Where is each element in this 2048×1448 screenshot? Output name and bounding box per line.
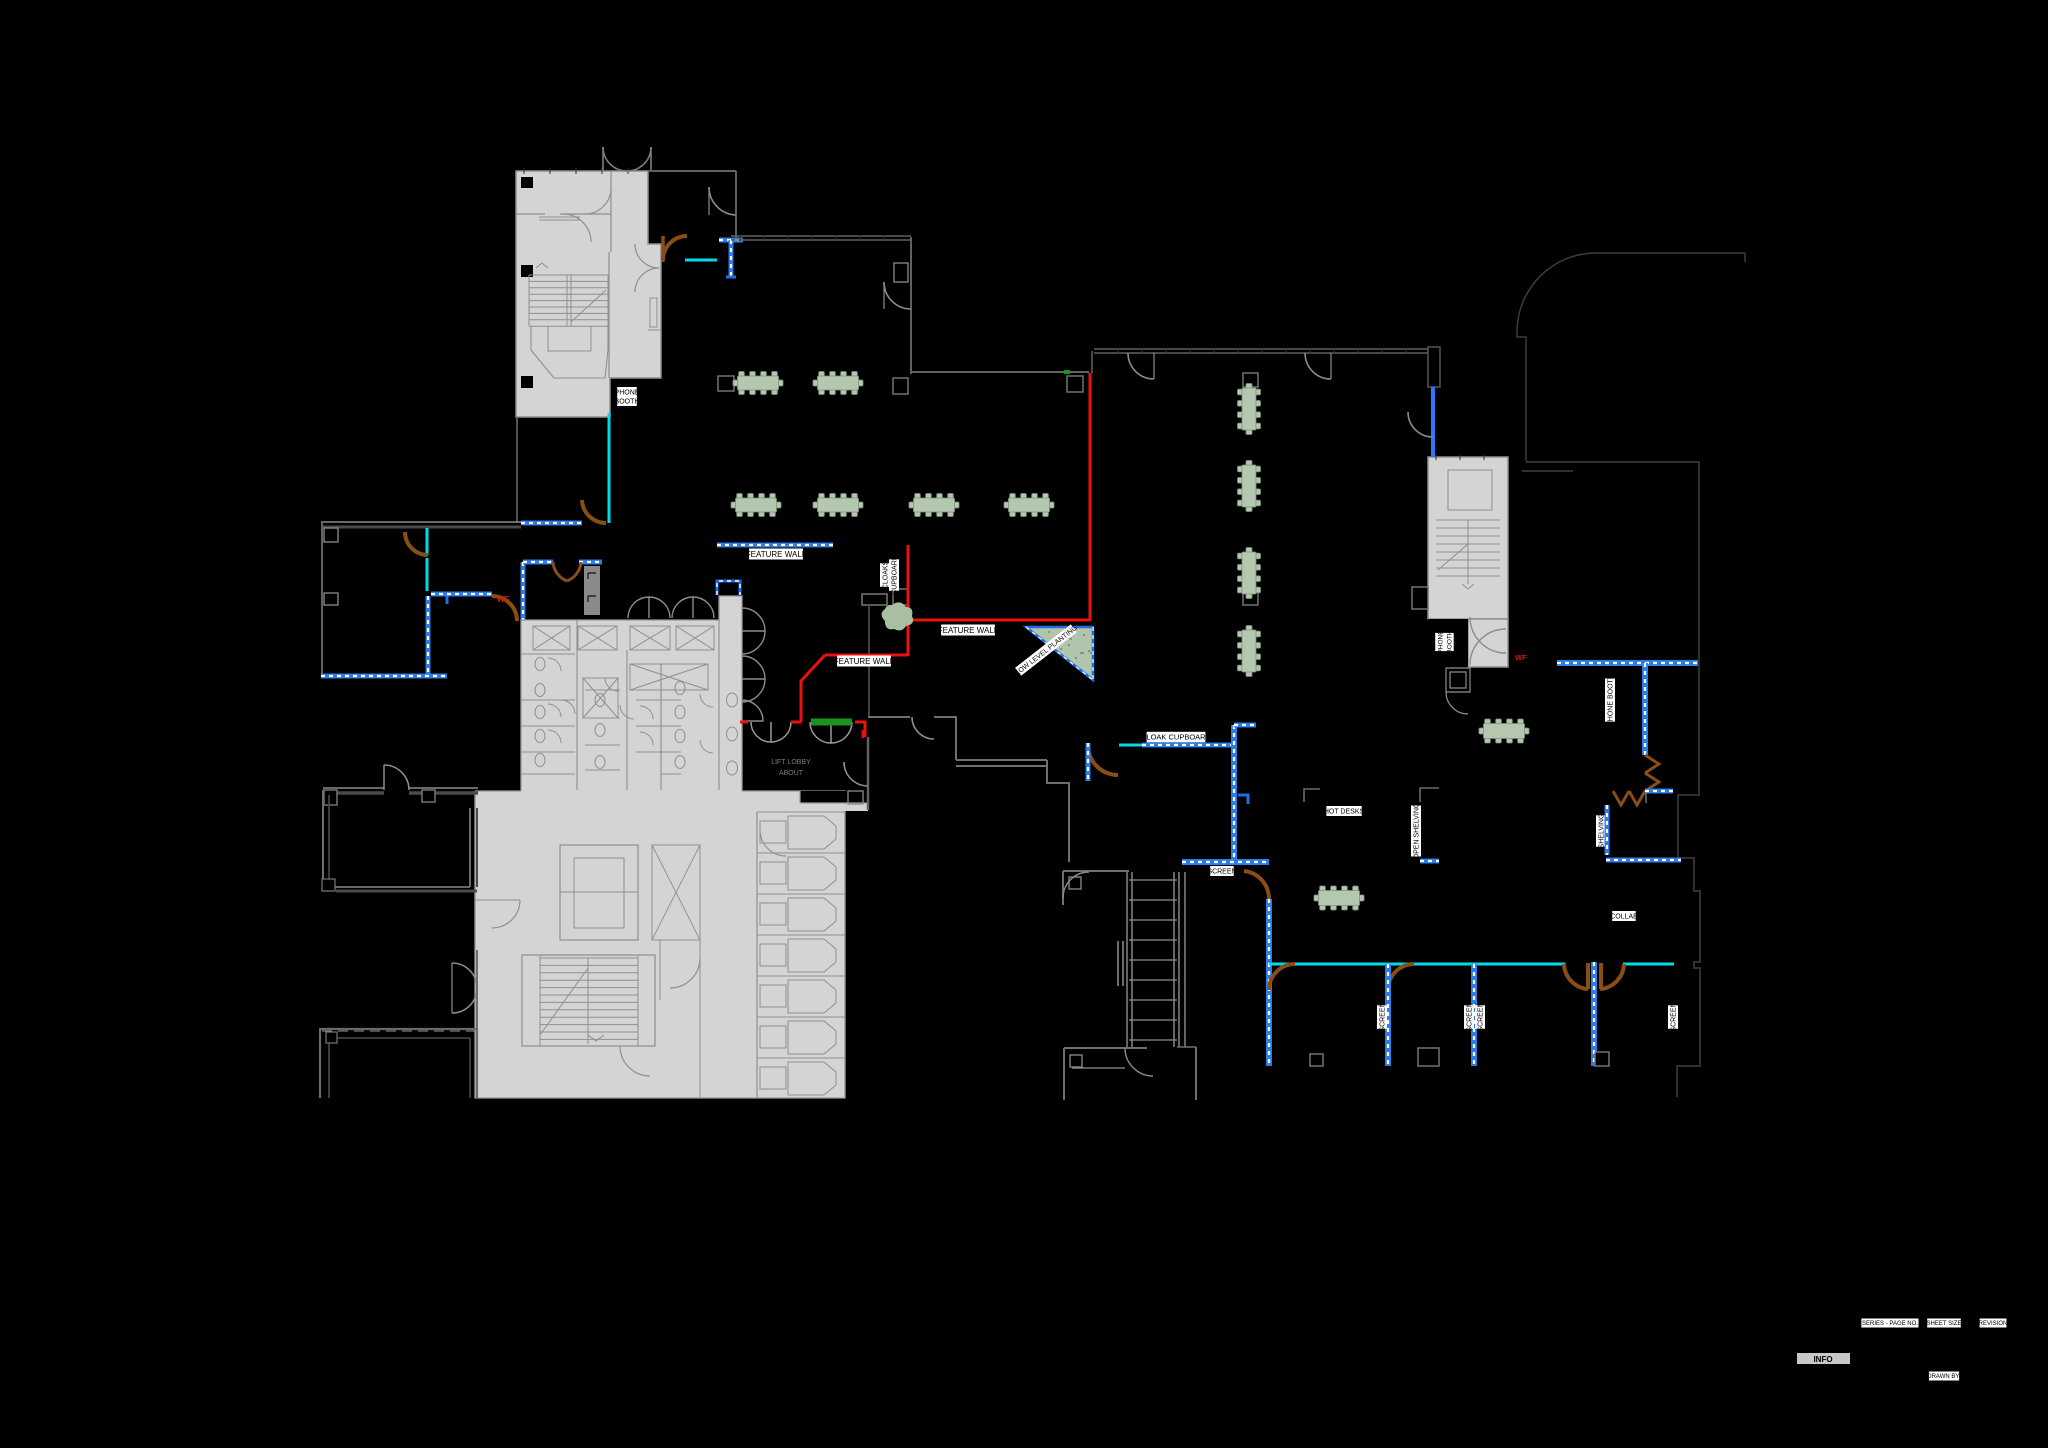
svg-text:FEATURE WALL: FEATURE WALL xyxy=(746,550,807,559)
svg-text:FEATURE WALL: FEATURE WALL xyxy=(938,626,999,635)
svg-text:CUPBOARD: CUPBOARD xyxy=(892,555,899,595)
svg-text:CLOAKS: CLOAKS xyxy=(883,560,890,589)
svg-text:REVISION: REVISION xyxy=(1979,1321,2008,1327)
svg-text:HOT DESKS: HOT DESKS xyxy=(1324,809,1365,816)
svg-text:SERIES - PAGE NO.: SERIES - PAGE NO. xyxy=(1862,1321,1918,1327)
svg-text:INFO: INFO xyxy=(1813,1355,1832,1364)
svg-text:ABOUT: ABOUT xyxy=(779,770,804,777)
svg-text:WF: WF xyxy=(1515,653,1527,662)
svg-text:SHEET SIZE: SHEET SIZE xyxy=(1927,1321,1962,1327)
svg-text:BOOTH: BOOTH xyxy=(1446,630,1453,653)
svg-text:WF: WF xyxy=(497,595,510,604)
svg-text:CLOAK CUPBOARD: CLOAK CUPBOARD xyxy=(1141,733,1212,742)
svg-text:SCREEN: SCREEN xyxy=(1207,869,1236,876)
svg-text:DRAWN BY:: DRAWN BY: xyxy=(1927,1374,1961,1380)
svg-text:PHONE: PHONE xyxy=(615,390,640,397)
svg-text:SCREEN: SCREEN xyxy=(1467,1002,1474,1031)
svg-text:SCREEN: SCREEN xyxy=(1380,1002,1387,1031)
svg-text:SHELVING: SHELVING xyxy=(1599,814,1606,849)
svg-text:BOOTH: BOOTH xyxy=(615,399,640,406)
svg-text:FEATURE WALL: FEATURE WALL xyxy=(834,657,895,666)
svg-text:COLLAB: COLLAB xyxy=(1610,914,1638,921)
svg-text:PHONE BOOTH: PHONE BOOTH xyxy=(1608,674,1615,726)
svg-text:OPEN SHELVING: OPEN SHELVING xyxy=(1414,803,1421,860)
svg-text:PHONE: PHONE xyxy=(1437,630,1444,654)
svg-text:SCREEN: SCREEN xyxy=(1478,1002,1485,1031)
svg-text:SCREEN: SCREEN xyxy=(1671,1002,1678,1031)
svg-text:LIFT LOBBY: LIFT LOBBY xyxy=(771,759,811,766)
